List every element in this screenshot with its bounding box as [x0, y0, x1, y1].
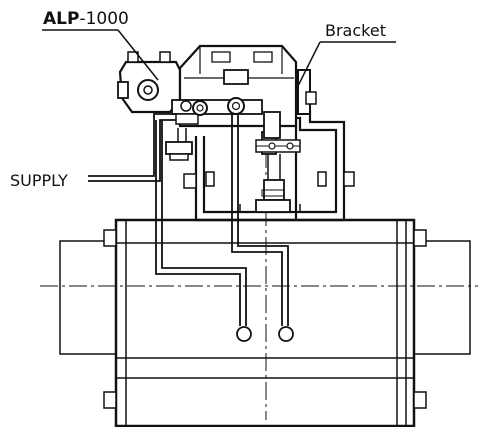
model-prefix: ALP — [43, 9, 79, 29]
supply-filter — [165, 128, 193, 161]
leader-lines — [42, 29, 396, 87]
model-suffix: -1000 — [79, 9, 128, 29]
actuator-body — [114, 218, 416, 427]
positioner — [117, 44, 298, 139]
air-tubing — [88, 113, 289, 326]
left-end-cap — [59, 229, 117, 409]
shaft-coupling — [255, 131, 301, 213]
right-end-cap — [413, 229, 471, 409]
actuator-ports — [236, 326, 294, 342]
bracket-label: Bracket — [325, 21, 386, 40]
model-label: ALP-1000 — [43, 9, 129, 29]
mounting-bracket — [183, 69, 355, 222]
center-lines — [40, 150, 478, 420]
supply-label: SUPPLY — [10, 171, 68, 190]
